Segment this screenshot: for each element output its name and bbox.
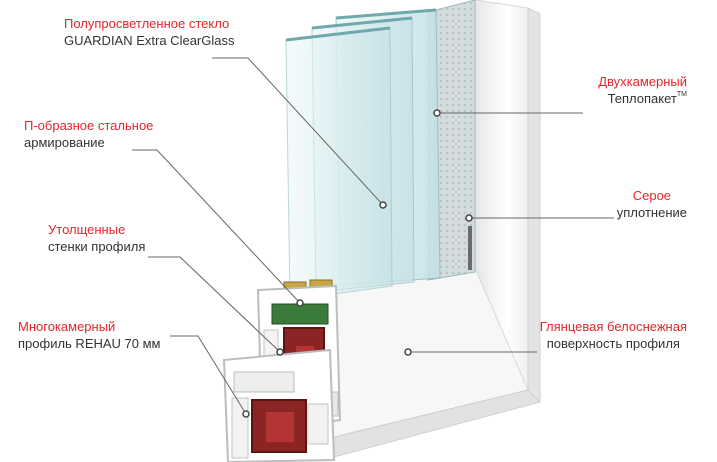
leader-lines [132,57,614,415]
label-walls-line1: Утолщенные [48,222,126,237]
label-walls: Утолщенные стенки профиля [48,221,145,255]
label-seal: Серое уплотнение [617,187,687,221]
label-seal-line1: Серое [632,188,672,203]
label-reinforcement: П-образное стальное армирование [24,117,153,151]
label-glass: Полупросветленное стекло GUARDIAN Extra … [64,15,234,49]
label-reinforcement-line1: П-образное стальное [24,118,154,133]
outer-frame [321,0,541,459]
label-surface-line2: поверхность профиля [546,336,680,351]
pane-1 [285,27,393,301]
label-unit-line1: Двухкамерный [598,74,687,89]
label-glass-line1: Полупросветленное стекло [64,16,230,31]
label-surface: Глянцевая белоснежная поверхность профил… [540,318,687,352]
leader-profile [170,335,247,415]
dot-glass [379,201,387,209]
label-walls-line2: стенки профиля [48,239,146,254]
glass-unit [283,0,476,305]
label-profile-line1: Многокамерный [18,319,116,334]
label-unit-line2: Теплопакет [607,91,677,106]
label-unit: Двухкамерный ТеплопакетTM [598,73,687,107]
leader-reinforcement [132,149,301,304]
dot-profile [242,410,250,418]
trademark-mark: TM [676,91,687,98]
label-seal-line2: уплотнение [616,205,687,220]
dot-reinforcement [296,299,304,307]
leader-walls [148,256,281,353]
label-glass-line2: GUARDIAN Extra ClearGlass [64,33,235,48]
label-profile: Многокамерный профиль REHAU 70 мм [18,318,161,352]
label-surface-line1: Глянцевая белоснежная [539,319,687,334]
label-reinforcement-line2: армирование [24,135,105,150]
leader-glass [212,57,384,206]
dot-seal [465,214,473,222]
leader-dots [242,109,473,418]
dot-unit [433,109,441,117]
dot-surface [404,348,412,356]
label-profile-line2: профиль REHAU 70 мм [18,336,161,351]
dot-walls [276,348,284,356]
